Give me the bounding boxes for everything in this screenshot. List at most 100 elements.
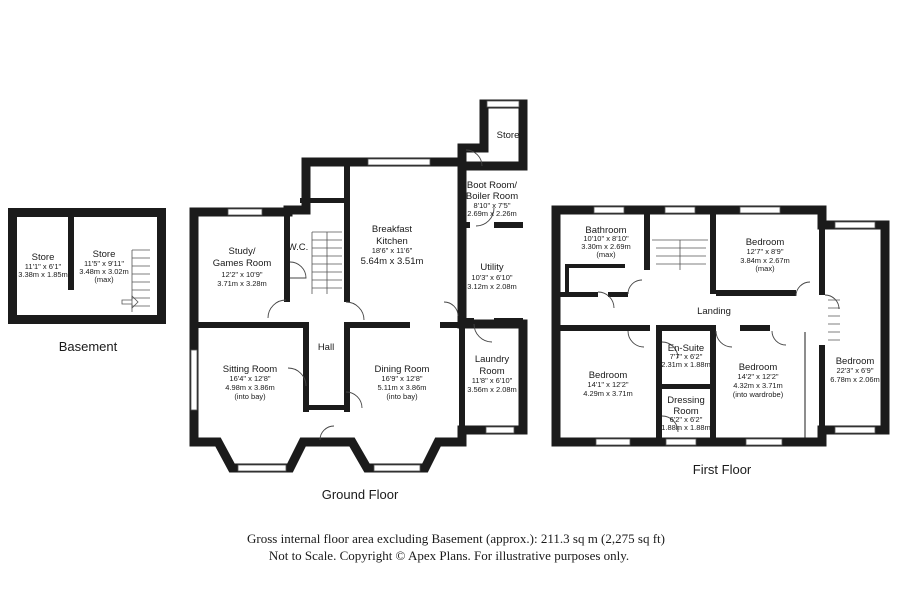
room-name: Dining Room bbox=[375, 364, 430, 375]
wall-ensuite-bedroom bbox=[710, 325, 716, 442]
wall-kitchen-utility bbox=[459, 228, 465, 304]
room-dims: 4.98m x 3.86m bbox=[225, 383, 275, 392]
basement-stairs bbox=[131, 249, 150, 312]
ground-stairs bbox=[311, 231, 342, 294]
room-dims: 2.69m x 2.26m bbox=[467, 209, 517, 218]
room-dims: 10'3" x 6'10" bbox=[471, 273, 512, 282]
room-name: Study/ bbox=[229, 246, 256, 257]
window-sitting-side bbox=[190, 349, 198, 411]
wall-bedroom-right-2 bbox=[819, 345, 825, 435]
window-kitchen bbox=[367, 158, 431, 166]
room-name: Sitting Room bbox=[223, 364, 277, 375]
door-dining bbox=[345, 391, 363, 409]
wall-sitting-hall bbox=[303, 322, 309, 412]
first-stairs-right bbox=[828, 299, 840, 341]
floor-area-note: Gross internal floor area excluding Base… bbox=[247, 531, 665, 546]
room-dims: 16'4" x 12'8" bbox=[229, 374, 270, 383]
window-bedroom-right-bottom bbox=[834, 426, 876, 434]
room-dims: 8'10" x 7'5" bbox=[474, 201, 511, 210]
room-dims: 4.29m x 3.71m bbox=[583, 389, 633, 398]
room-dims: 6'2" x 6'2" bbox=[670, 415, 703, 424]
basement-outline bbox=[8, 208, 166, 324]
room-name: Dressing bbox=[667, 395, 705, 406]
room-dims: 3.71m x 3.28m bbox=[217, 279, 267, 288]
room-dims: 4.32m x 3.71m bbox=[733, 381, 783, 390]
door-utility-top bbox=[475, 207, 495, 227]
wall-stair-kitchen bbox=[344, 162, 350, 302]
wall-porch bbox=[308, 405, 344, 410]
room-name: Bedroom bbox=[589, 370, 628, 381]
room-dims: 3.56m x 2.08m bbox=[467, 385, 517, 394]
window-bedroom-left bbox=[595, 438, 631, 446]
first-floor-plan bbox=[551, 205, 890, 447]
room-name: Store bbox=[93, 249, 116, 260]
room-name: W.C. bbox=[288, 242, 309, 253]
window-landing bbox=[664, 206, 696, 214]
room-name: Bathroom bbox=[585, 225, 626, 236]
room-dims: 3.30m x 2.69m bbox=[581, 242, 631, 251]
wall-bath-bottom-1 bbox=[556, 292, 598, 297]
basement-partition bbox=[68, 212, 74, 290]
room-name: Laundry bbox=[475, 354, 510, 365]
wall-study-sitting bbox=[194, 322, 304, 328]
room-dims: 3.48m x 3.02m bbox=[79, 267, 129, 276]
room-name: Boot Room/ bbox=[467, 180, 518, 191]
wall-bath-stair bbox=[644, 210, 650, 270]
door-bath-2 bbox=[627, 279, 643, 295]
room-name: Hall bbox=[318, 342, 334, 353]
room-name: Games Room bbox=[213, 258, 272, 269]
first-stairs bbox=[652, 239, 708, 270]
room-dims: 18'6" x 11'6" bbox=[372, 246, 413, 255]
wall-ensuite-dressing bbox=[662, 384, 710, 389]
window-dressing bbox=[665, 438, 697, 446]
door-dressing bbox=[661, 415, 679, 433]
wall-boot-utility-2 bbox=[494, 222, 523, 228]
room-dims: 11'1" x 6'1" bbox=[25, 262, 62, 271]
door-bedroom-top bbox=[795, 281, 811, 297]
room-dims: (max) bbox=[755, 264, 775, 273]
wall-study-wc bbox=[284, 212, 290, 302]
room-dims: 3.12m x 2.08m bbox=[467, 282, 517, 291]
wall-kitchen-dining-1 bbox=[350, 322, 410, 328]
room-dims: 11'5" x 9'11" bbox=[84, 259, 124, 268]
room-name: Kitchen bbox=[376, 236, 408, 247]
bath-fixture bbox=[565, 264, 625, 268]
room-dims: 3.38m x 1.85m bbox=[18, 270, 68, 279]
wall-hall-dining bbox=[344, 322, 350, 412]
first-floor-outline bbox=[551, 205, 890, 447]
door-bedroom-right bbox=[824, 294, 840, 310]
floor-label-basement: Basement bbox=[59, 339, 118, 354]
room-name: Bedroom bbox=[836, 356, 875, 367]
room-dims: (into wardrobe) bbox=[733, 390, 784, 399]
room-name: Bedroom bbox=[739, 362, 778, 373]
window-sitting-bay bbox=[237, 464, 287, 472]
wall-landing-left bbox=[556, 325, 650, 331]
room-dims: 11'8" x 6'10" bbox=[472, 376, 513, 385]
door-utility-side bbox=[443, 301, 459, 317]
room-dims: 5.64m x 3.51m bbox=[361, 256, 424, 267]
door-study bbox=[267, 299, 287, 319]
room-name: En-Suite bbox=[668, 343, 704, 354]
door-kitchen bbox=[345, 301, 365, 321]
room-dims: 12'7" x 8'9" bbox=[747, 247, 784, 256]
room-dims: 14'2" x 12'2" bbox=[737, 372, 778, 381]
room-dims: (into bay) bbox=[386, 392, 418, 401]
door-ensuite bbox=[661, 341, 679, 359]
stair-arrow-icon bbox=[121, 295, 139, 309]
door-bedroom-mid bbox=[715, 330, 733, 348]
wall-landing-right bbox=[740, 325, 770, 331]
door-bedroom-left bbox=[627, 330, 645, 348]
room-dims: (max) bbox=[94, 275, 114, 284]
wall-bath-bottom-2 bbox=[608, 292, 628, 297]
room-name: Room bbox=[673, 406, 698, 417]
door-bathroom bbox=[597, 291, 615, 309]
window-bedroom-right-top bbox=[834, 221, 876, 229]
room-dims: (into bay) bbox=[234, 392, 266, 401]
room-dims: 1.88m x 1.88m bbox=[661, 423, 711, 432]
window-study bbox=[227, 208, 263, 216]
window-bedroom-top bbox=[739, 206, 781, 214]
copyright-note: Not to Scale. Copyright © Apex Plans. Fo… bbox=[269, 548, 629, 563]
wall-stair-bedroom bbox=[710, 210, 716, 294]
wall-utility-laundry-2 bbox=[494, 318, 523, 324]
